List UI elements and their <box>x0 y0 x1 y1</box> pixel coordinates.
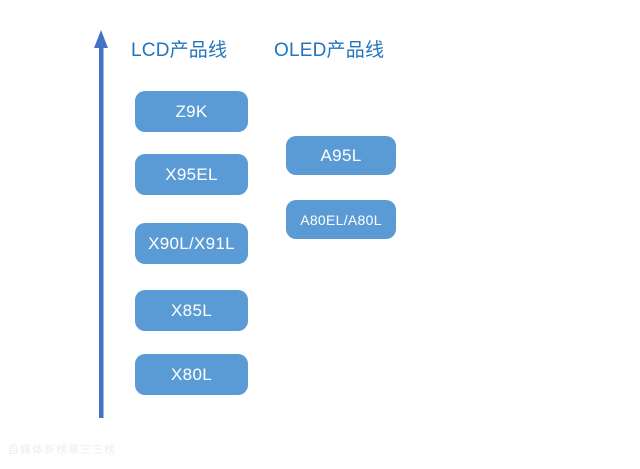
product-box-x85l[interactable]: X85L <box>135 290 248 331</box>
product-box-a95l[interactable]: A95L <box>286 136 396 175</box>
product-box-a80el-a80l[interactable]: A80EL/A80L <box>286 200 396 239</box>
watermark-text: 自媒体新榜单三三榜 <box>8 444 116 456</box>
product-box-x90l-x91l[interactable]: X90L/X91L <box>135 223 248 264</box>
product-box-z9k[interactable]: Z9K <box>135 91 248 132</box>
product-box-x80l[interactable]: X80L <box>135 354 248 395</box>
column-title-oled: OLED产品线 <box>274 40 385 61</box>
column-title-lcd: LCD产品线 <box>131 40 228 61</box>
up-arrow-icon <box>88 28 116 420</box>
product-box-x95el[interactable]: X95EL <box>135 154 248 195</box>
